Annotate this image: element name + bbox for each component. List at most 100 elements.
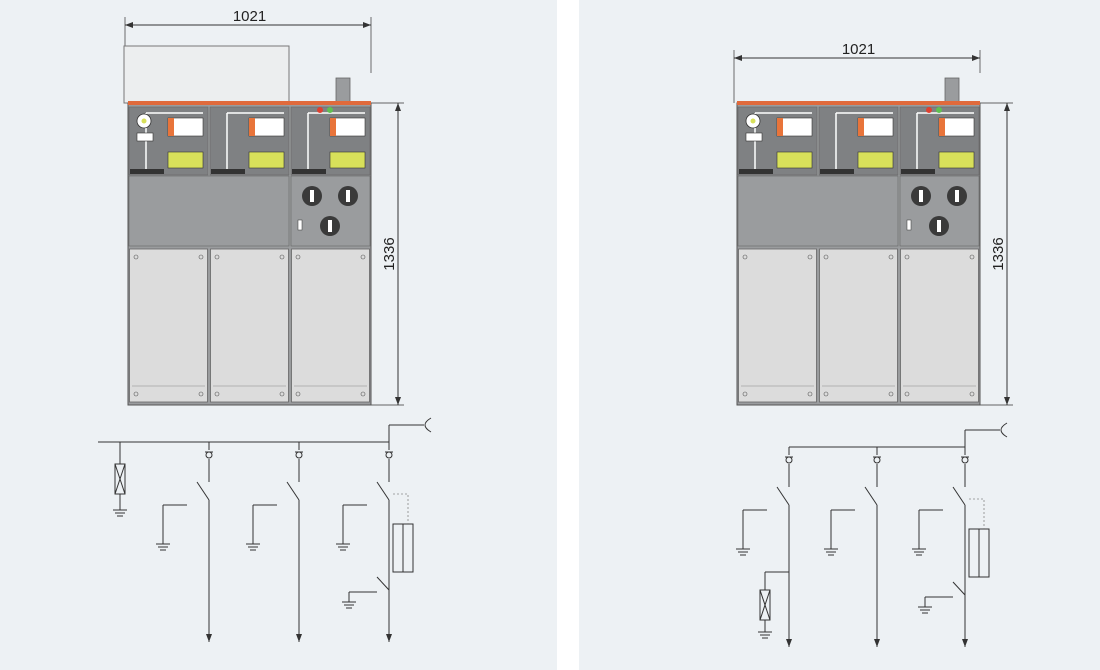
dimension-arrow-icon <box>1004 397 1010 405</box>
mimic-indicator-accent <box>858 118 864 136</box>
switch-blade <box>864 486 878 506</box>
width-dimension-label: 1021 <box>842 41 875 58</box>
fuse-indicator-icon <box>906 219 912 231</box>
cable-compartment-door <box>819 248 898 403</box>
operating-lever-slot <box>130 169 164 174</box>
fuse-holder-icon <box>346 190 350 202</box>
mimic-indicator-earth <box>938 151 975 169</box>
width-dimension-label: 1021 <box>233 8 266 25</box>
door-bolt-icon <box>360 254 366 260</box>
middle-blank-panel <box>737 175 899 247</box>
door-bolt-icon <box>214 254 220 260</box>
door-bolt-icon <box>279 391 285 397</box>
operating-lever-slot <box>292 169 326 174</box>
fuse-holder-icon <box>919 190 923 202</box>
cable-head-icon <box>424 417 432 433</box>
door-bolt-icon <box>742 391 748 397</box>
cable-compartment-door <box>129 248 208 403</box>
arrow-down-icon <box>386 634 392 642</box>
dimension-arrow-icon <box>395 397 401 405</box>
door-bolt-icon <box>904 391 910 397</box>
door-bolt-icon <box>823 254 829 260</box>
operating-lever-slot <box>901 169 935 174</box>
mimic-indicator-accent <box>777 118 783 136</box>
switch-blade <box>196 481 210 501</box>
door-bolt-icon <box>198 254 204 260</box>
switch-blade <box>952 486 966 506</box>
dimension-arrow-icon <box>125 22 133 28</box>
door-bolt-icon <box>807 254 813 260</box>
arrow-down-icon <box>296 634 302 642</box>
mimic-indicator-earth <box>167 151 204 169</box>
door-bolt-icon <box>969 254 975 260</box>
door-bolt-icon <box>133 391 139 397</box>
status-lamp-green <box>327 107 333 113</box>
operating-lever-slot <box>739 169 773 174</box>
mimic-indicator-earth <box>857 151 894 169</box>
surge-arrester-icon <box>759 589 771 621</box>
dimension-arrow-icon <box>395 103 401 111</box>
counter-display <box>745 132 763 142</box>
surge-arrester-icon <box>114 463 126 495</box>
counter-display <box>136 132 154 142</box>
cable-compartment-door <box>900 248 979 403</box>
door-bolt-icon <box>133 254 139 260</box>
switch-blade <box>952 581 966 596</box>
mimic-indicator-accent <box>330 118 336 136</box>
door-bolt-icon <box>214 391 220 397</box>
switch-blade <box>286 481 300 501</box>
status-lamp-green <box>936 107 942 113</box>
height-dimension-label: 1336 <box>381 237 398 270</box>
switch-blade <box>376 481 390 501</box>
fuse-indicator-icon <box>297 219 303 231</box>
mimic-indicator-accent <box>168 118 174 136</box>
fuse-trip-link <box>393 493 409 524</box>
cable-compartment-door <box>210 248 289 403</box>
switch-blade <box>376 576 390 591</box>
fuse-holder-icon <box>955 190 959 202</box>
arrow-down-icon <box>874 639 880 647</box>
switchgear-view-right: 1021 1336 <box>579 0 1100 670</box>
door-bolt-icon <box>198 391 204 397</box>
dimension-arrow-icon <box>972 55 980 61</box>
door-bolt-icon <box>888 391 894 397</box>
top-cable-box <box>123 45 290 104</box>
cabinet-top-strip <box>737 101 980 105</box>
dimension-arrow-icon <box>1004 103 1010 111</box>
mimic-indicator-earth <box>329 151 366 169</box>
fuse-holder-icon <box>937 220 941 232</box>
door-bolt-icon <box>360 391 366 397</box>
door-bolt-icon <box>888 254 894 260</box>
operating-lever-slot <box>820 169 854 174</box>
door-bolt-icon <box>742 254 748 260</box>
cabinet-top-strip <box>128 101 371 105</box>
cable-compartment-door <box>738 248 817 403</box>
pressure-gauge-icon <box>750 118 756 124</box>
door-bolt-icon <box>969 391 975 397</box>
door-bolt-icon <box>823 391 829 397</box>
cable-head-icon <box>1000 422 1008 438</box>
door-bolt-icon <box>807 391 813 397</box>
dimension-arrow-icon <box>363 22 371 28</box>
arrow-down-icon <box>962 639 968 647</box>
door-bolt-icon <box>904 254 910 260</box>
switch-blade <box>776 486 790 506</box>
middle-blank-panel <box>128 175 290 247</box>
arrow-down-icon <box>786 639 792 647</box>
switchgear-drawing-left: 1021 1336 <box>0 0 557 670</box>
status-lamp-red <box>926 107 932 113</box>
status-lamp-red <box>317 107 323 113</box>
fuse-holder-icon <box>310 190 314 202</box>
dimension-arrow-icon <box>734 55 742 61</box>
door-bolt-icon <box>295 254 301 260</box>
mimic-indicator-earth <box>248 151 285 169</box>
fuse-trip-link <box>969 498 985 529</box>
arrow-down-icon <box>206 634 212 642</box>
height-dimension-label: 1336 <box>990 237 1007 270</box>
door-bolt-icon <box>295 391 301 397</box>
switchgear-view-left: 1021 1336 <box>0 0 557 670</box>
door-bolt-icon <box>279 254 285 260</box>
mimic-indicator-earth <box>776 151 813 169</box>
fuse-holder-icon <box>328 220 332 232</box>
pressure-gauge-icon <box>141 118 147 124</box>
